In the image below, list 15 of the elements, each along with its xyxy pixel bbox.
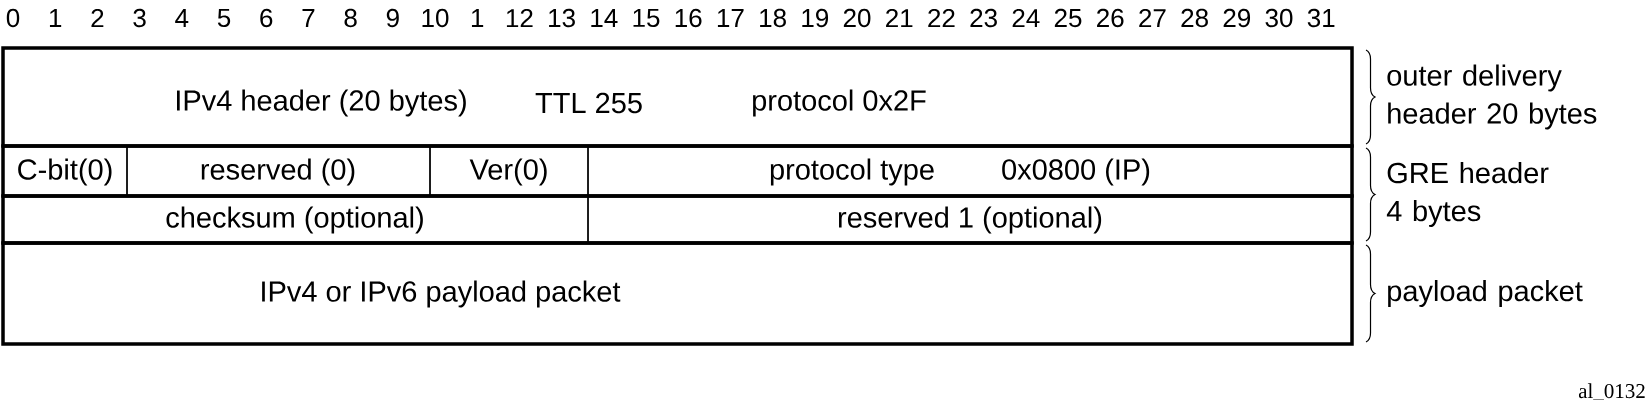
node-label: reserved 1 (optional) [838,206,1102,234]
field-box: Ver(0) [429,145,589,197]
node-label: protocol type [770,158,934,186]
node-label: TTL 255 [535,92,642,114]
field-box: reserved (0) [126,145,431,197]
figure-id: al_0132 [1578,383,1645,400]
node-label: IPv4 or IPv6 payload packet [262,280,621,308]
brace-label: outer delivery header 20 bytes [1387,64,1597,130]
node-label: 0x0800 (IP) [1002,158,1150,186]
node-label: C-bit(0) [18,158,112,186]
node-label: protocol 0x2F [753,89,926,117]
node-label: checksum (optional) [166,206,423,234]
brace-label: GRE header 4 bytes [1386,162,1549,227]
brace-label: payload packet [1388,280,1583,307]
node-label: IPv4 header (20 bytes) [177,89,466,117]
